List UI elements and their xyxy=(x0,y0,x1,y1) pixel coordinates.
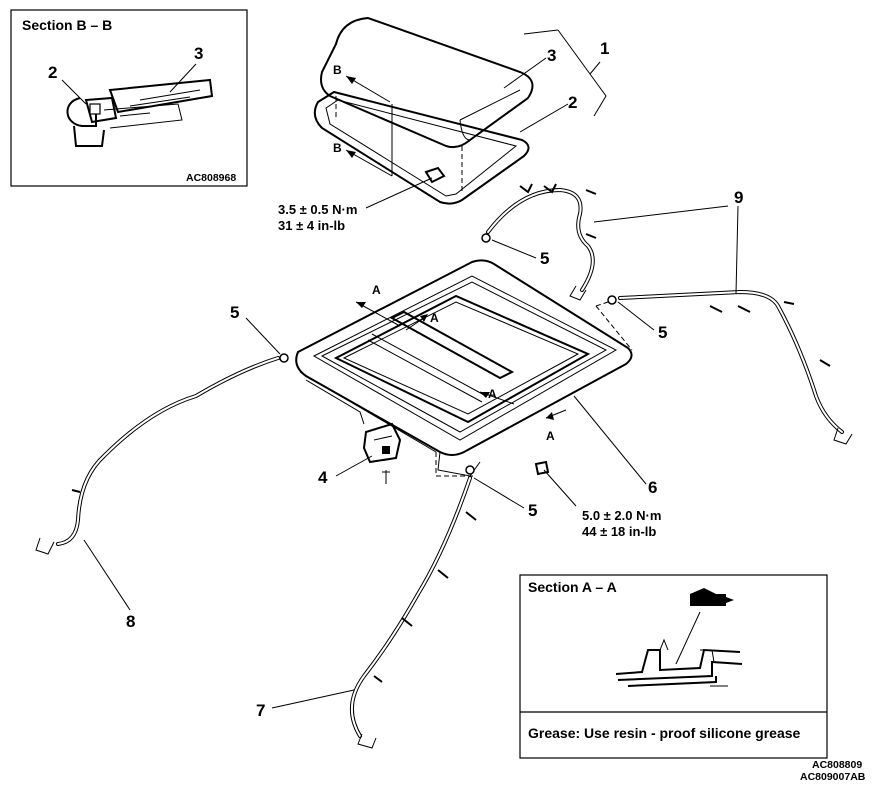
section-b-profile xyxy=(66,78,214,147)
weatherstrip-seal xyxy=(313,90,530,205)
torque-frame-inlb: 44 ± 18 in-lb xyxy=(582,524,656,539)
sunroof-motor xyxy=(362,422,402,484)
callout-5-rear-right: 5 xyxy=(658,323,667,342)
torque-glass-nm: 3.5 ± 0.5 N·m xyxy=(278,202,357,217)
section-a-profile xyxy=(615,638,743,687)
glass-panel-assembly: B B xyxy=(313,16,607,209)
drain-hose-rear-right xyxy=(607,289,853,445)
callout-4: 4 xyxy=(318,468,328,487)
view-marker-a-3: A xyxy=(488,387,497,401)
callout-5-front-left: 5 xyxy=(528,501,537,520)
callout-7: 7 xyxy=(256,701,265,720)
grease-note: Grease: Use resin - proof silicone greas… xyxy=(528,725,801,741)
section-b-inset: Section B – B 2 3 AC808968 xyxy=(10,9,248,187)
callout-5-rear-left: 5 xyxy=(230,303,239,322)
view-marker-b-upper: B xyxy=(333,63,342,77)
drain-hose-front-left xyxy=(349,465,477,749)
grease-gun-icon xyxy=(690,588,734,606)
view-marker-b-lower: B xyxy=(333,141,342,155)
callout-5-front-right: 5 xyxy=(540,249,549,268)
callout-9: 9 xyxy=(734,188,743,207)
section-a-inset: Section A – A Grease: Use resin - proof … xyxy=(519,574,828,759)
section-b-callout-2: 2 xyxy=(48,63,57,82)
frame-bolt-icon xyxy=(534,460,550,476)
view-marker-a-2: A xyxy=(430,311,439,325)
section-b-callout-3: 3 xyxy=(194,44,203,63)
figure-code-2: AC809007AB xyxy=(800,771,866,783)
section-b-title: Section B – B xyxy=(22,17,112,33)
view-marker-a-1: A xyxy=(372,283,381,297)
section-a-title: Section A – A xyxy=(528,579,617,595)
drain-hose-front-right xyxy=(481,183,597,301)
section-b-code: AC808968 xyxy=(186,172,236,184)
sunroof-frame: A A A A xyxy=(295,259,633,507)
view-marker-a-4: A xyxy=(546,429,555,443)
figure-code-1: AC808809 xyxy=(812,759,862,771)
torque-glass-inlb: 31 ± 4 in-lb xyxy=(278,218,345,233)
callout-1: 1 xyxy=(600,39,609,58)
callout-3: 3 xyxy=(547,46,556,65)
callout-8: 8 xyxy=(126,612,135,631)
callout-2: 2 xyxy=(568,93,577,112)
torque-frame-nm: 5.0 ± 2.0 N·m xyxy=(582,508,661,523)
callout-6: 6 xyxy=(648,478,657,497)
drain-hose-rear-left xyxy=(35,353,289,555)
